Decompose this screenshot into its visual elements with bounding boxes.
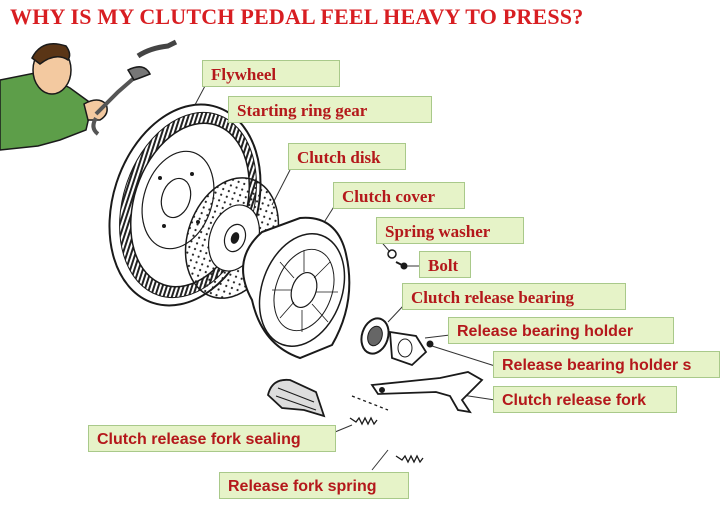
label-flywheel: Flywheel (202, 60, 340, 87)
mechanic-with-wrench-icon (0, 39, 178, 151)
label-release-bearing-holder-spring: Release bearing holder s (493, 351, 720, 378)
label-clutch-release-fork-sealing: Clutch release fork sealing (88, 425, 336, 452)
label-clutch-release-bearing: Clutch release bearing (402, 283, 626, 310)
release-fork-spring-part (349, 395, 424, 464)
spring-washer-part (387, 249, 397, 259)
label-spring-washer: Spring washer (376, 217, 524, 244)
release-bearing-holder-part (389, 330, 434, 367)
label-bolt: Bolt (419, 251, 471, 278)
label-release-fork-spring: Release fork spring (219, 472, 409, 499)
label-clutch-cover: Clutch cover (333, 182, 465, 209)
label-starting-ring-gear: Starting ring gear (228, 96, 432, 123)
label-clutch-release-fork: Clutch release fork (493, 386, 677, 413)
release-fork-part (370, 371, 484, 414)
label-release-bearing-holder: Release bearing holder (448, 317, 674, 344)
page-title: WHY IS MY CLUTCH PEDAL FEEL HEAVY TO PRE… (10, 4, 584, 29)
fork-sealing-part (267, 378, 326, 418)
label-clutch-disk: Clutch disk (288, 143, 406, 170)
release-bearing-part (360, 317, 390, 355)
clutch-cover-part (242, 216, 351, 360)
bolt-part (395, 261, 408, 270)
